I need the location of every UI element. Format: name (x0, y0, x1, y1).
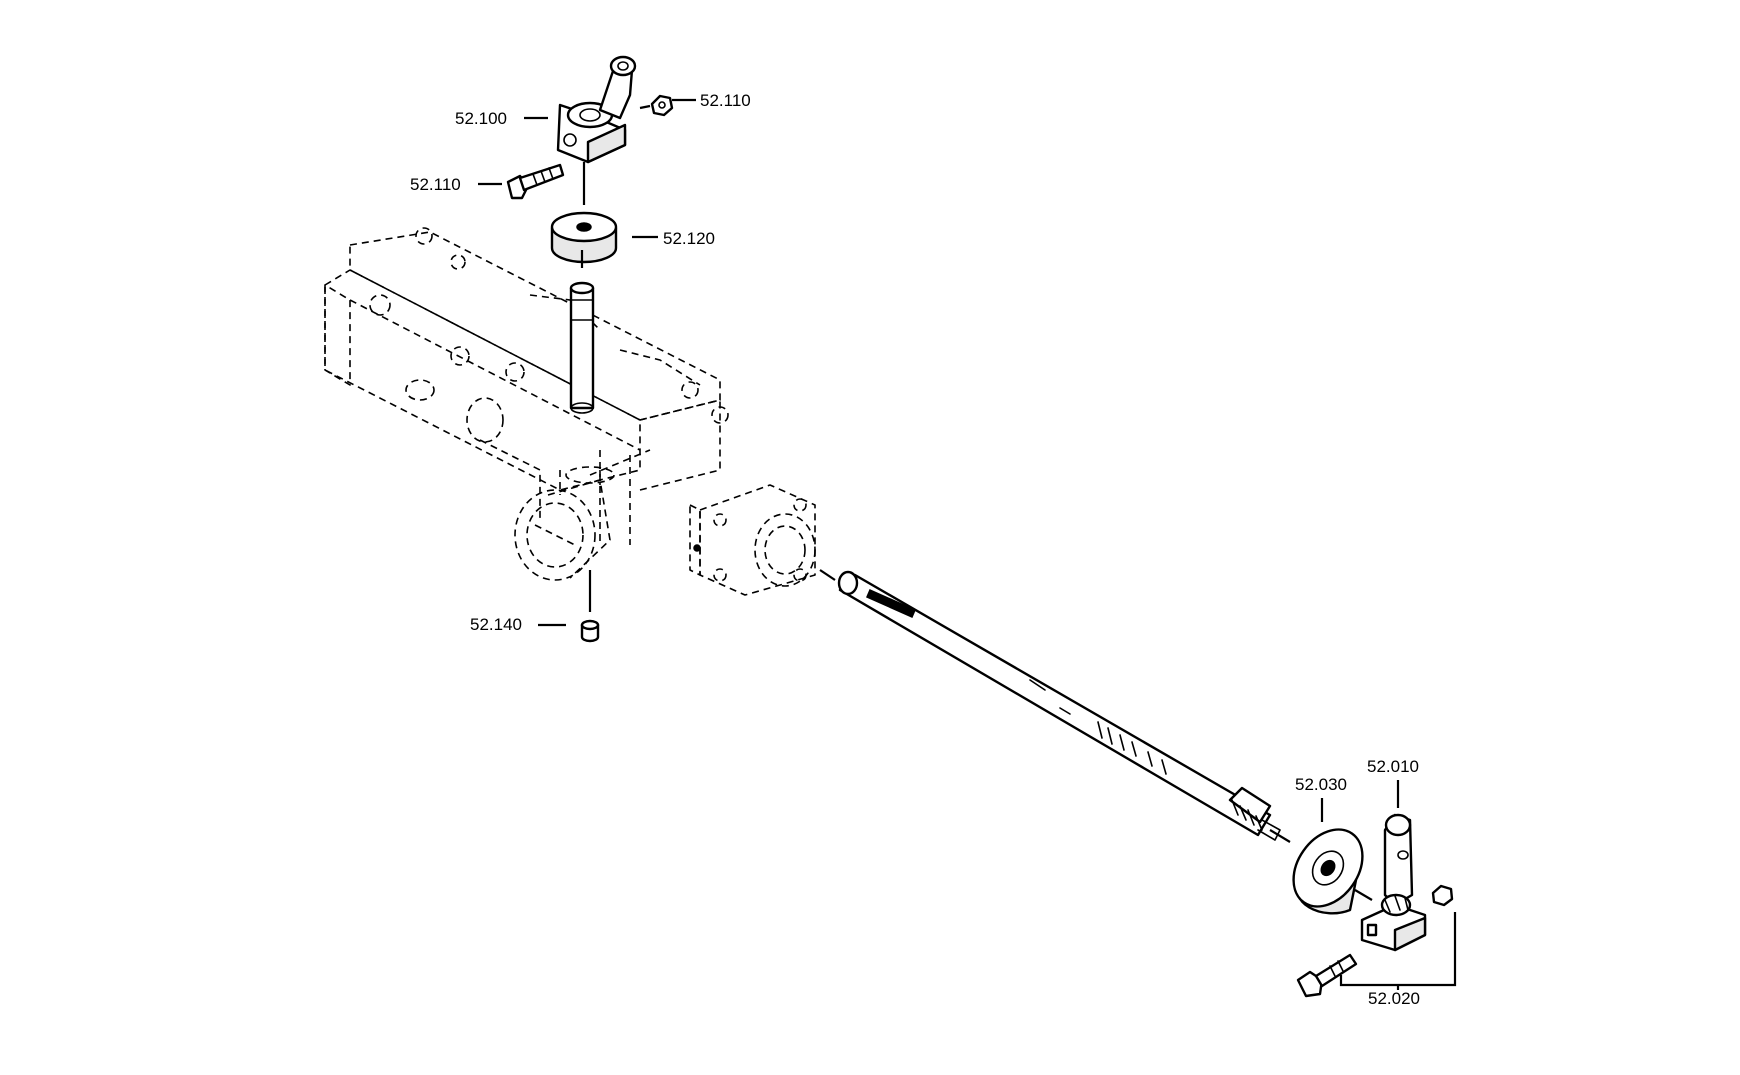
main-shift-shaft (837, 570, 1281, 841)
part-52-100-shift-lever (556, 55, 637, 164)
part-52-110-bolt (506, 163, 565, 200)
part-52-110-nut-top (650, 94, 674, 117)
callout-52-010: 52.010 (1367, 757, 1419, 808)
callout-52-100: 52.100 (455, 109, 548, 128)
part-52-120-bushing (550, 211, 618, 264)
callout-label-52-010: 52.010 (1367, 757, 1419, 776)
callout-52-030: 52.030 (1295, 775, 1347, 822)
callout-label-52-140: 52.140 (470, 615, 522, 634)
part-52-010-lever-arm (1383, 813, 1414, 907)
part-52-140-plug (580, 619, 600, 643)
assembly-center-lines (580, 104, 1373, 901)
callout-label-52-020: 52.020 (1368, 989, 1420, 1008)
callout-label-52-100: 52.100 (455, 109, 507, 128)
callout-52-020: 52.020 (1339, 912, 1457, 1008)
callout-label-52-110-top: 52.110 (700, 91, 751, 110)
part-52-020-bolt (1296, 953, 1358, 998)
callout-52-110-left: 52.110 (410, 175, 502, 194)
callout-label-52-120: 52.120 (663, 229, 715, 248)
callout-52-120: 52.120 (632, 229, 715, 248)
vertical-shaft (569, 281, 595, 414)
right-flange (689, 484, 816, 596)
callout-label-52-110-left: 52.110 (410, 175, 461, 194)
part-52-020-clamp (1360, 884, 1454, 952)
callout-52-140: 52.140 (470, 615, 566, 634)
gearbox-housing-phantom (324, 227, 729, 545)
front-bore-boss (514, 466, 615, 581)
callout-52-110-top: 52.110 (672, 91, 751, 110)
callout-label-52-030: 52.030 (1295, 775, 1347, 794)
part-52-030-collar (1292, 828, 1364, 915)
